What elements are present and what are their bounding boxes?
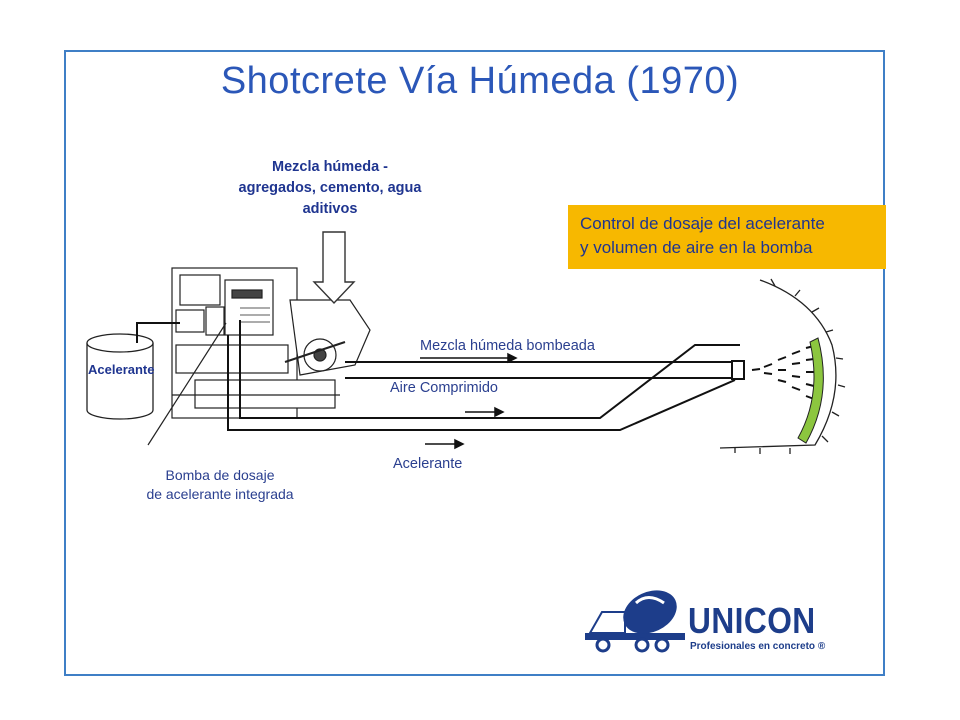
dosing-pump-line-2: de acelerante integrada — [146, 486, 294, 502]
mix-label-line-2: agregados, cemento, agua — [238, 180, 422, 196]
pump-machine — [171, 267, 371, 419]
unicon-truck-icon — [585, 590, 685, 653]
dosing-control-callout: Control de dosaje del acelerante y volum… — [568, 205, 886, 269]
accelerant-line-label: Acelerante — [393, 456, 463, 472]
mix-label-line-3: aditivos — [302, 201, 358, 217]
accelerant-line — [227, 335, 736, 431]
mix-input-label: Mezcla húmeda - agregados, cemento, agua… — [215, 157, 445, 220]
tank-label: Acelerante — [88, 362, 155, 377]
dosing-pump-line-1: Bomba de dosaje — [165, 467, 275, 483]
accelerant-tank — [86, 333, 154, 420]
slide-title: Shotcrete Vía Húmeda (1970) — [220, 60, 740, 102]
unicon-logo-name: UNICON — [688, 600, 816, 641]
tunnel-rock-profile — [719, 278, 846, 454]
dosing-pump-label: Bomba de dosaje de acelerante integrada — [120, 466, 320, 504]
shotcrete-layer — [797, 337, 824, 444]
mix-label-line-1: Mezcla húmeda - — [271, 159, 389, 175]
callout-line-1: Control de dosaje del acelerante — [580, 214, 825, 233]
spray-pattern — [751, 345, 815, 400]
air-line-label: Aire Comprimido — [390, 380, 498, 396]
mix-input-arrow — [312, 231, 356, 305]
mix-hose-label: Mezcla húmeda bombeada — [420, 338, 595, 354]
accelerant-feed-line — [136, 322, 180, 343]
air-line — [239, 320, 740, 419]
flow-arrows — [420, 352, 518, 450]
dosing-pump-pointer — [147, 322, 227, 446]
unicon-logo-tagline: Profesionales en concreto ® — [690, 641, 826, 652]
mix-hose — [345, 360, 745, 380]
callout-line-2: y volumen de aire en la bomba — [580, 238, 813, 257]
